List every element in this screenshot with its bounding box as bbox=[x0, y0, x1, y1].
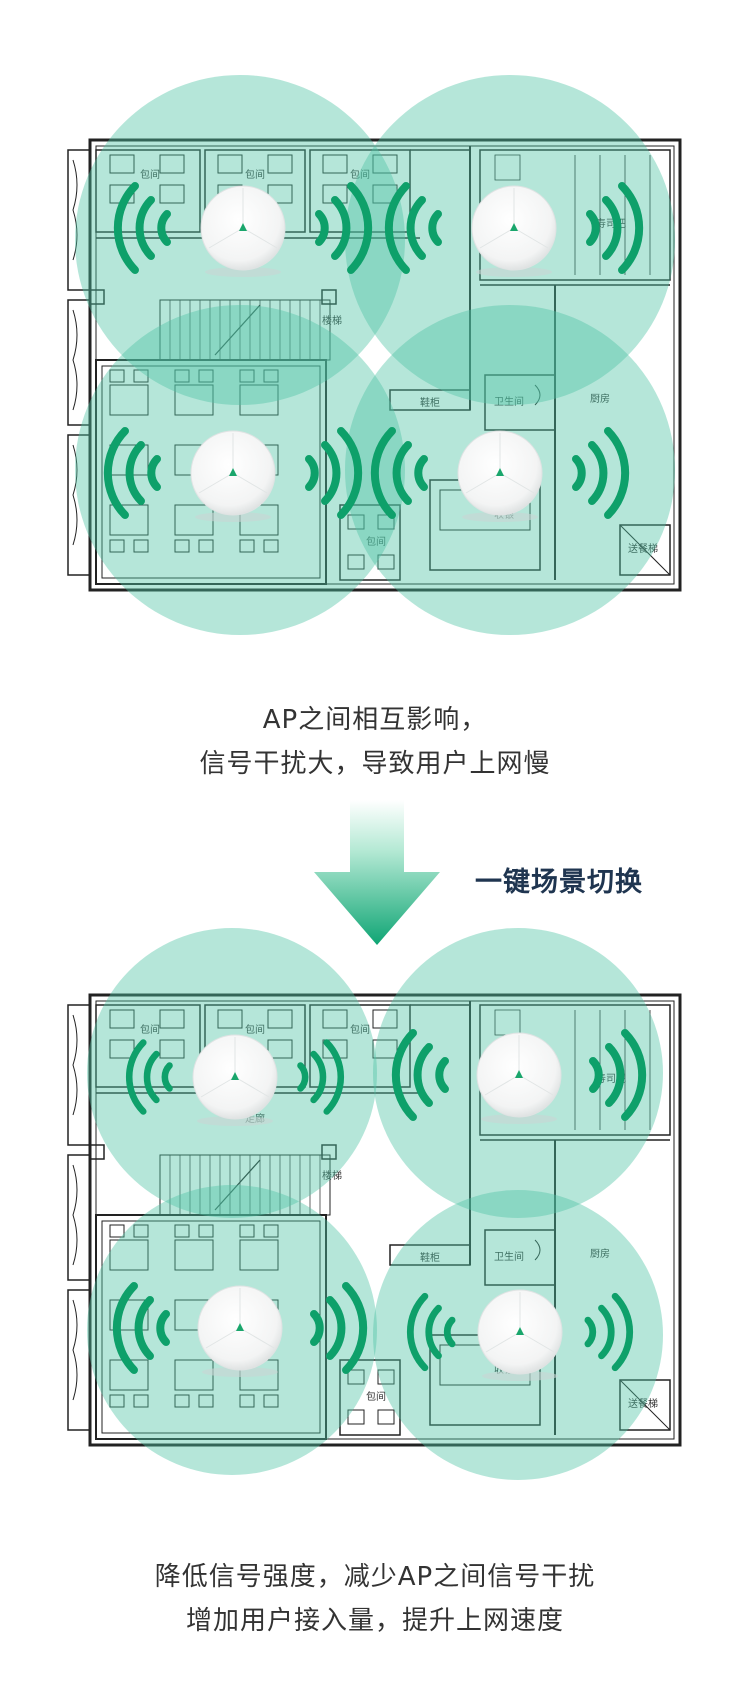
room-label: 楼梯 bbox=[322, 314, 342, 327]
room-label: 楼梯 bbox=[322, 1169, 342, 1182]
room-label: 送餐梯 bbox=[628, 1397, 658, 1410]
room-label: 鞋柜 bbox=[420, 1251, 440, 1264]
after-floorplan-svg: 包间 包间 包间 走廊 寿司吧 楼梯 鞋柜 卫生间 厨房 收银 包间 送餐梯 bbox=[66, 928, 682, 1480]
room-label: 厨房 bbox=[590, 1247, 610, 1260]
down-arrow-icon bbox=[314, 800, 440, 945]
room-label: 厨房 bbox=[590, 392, 610, 405]
room-label: 包间 bbox=[350, 1023, 370, 1036]
room-label: 包间 bbox=[140, 1023, 160, 1036]
room-label: 包间 bbox=[140, 168, 160, 181]
room-label: 包间 bbox=[245, 1023, 265, 1036]
caption-after-line1: 降低信号强度，减少AP之间信号干扰 bbox=[154, 1562, 596, 1592]
room-label: 鞋柜 bbox=[420, 396, 440, 409]
caption-after-line2: 增加用户接入量，提升上网速度 bbox=[185, 1606, 564, 1636]
room-label: 送餐梯 bbox=[628, 542, 658, 555]
before-diagram: 包间 包间 包间 寿司吧 楼梯 鞋柜 卫生间 厨房 收银 包间 送餐梯 bbox=[0, 0, 750, 700]
room-label: 卫生间 bbox=[494, 395, 524, 408]
room-label: 包间 bbox=[366, 535, 386, 548]
caption-before-line1: AP之间相互影响， bbox=[262, 705, 488, 735]
caption-before-line2: 信号干扰大，导致用户上网慢 bbox=[199, 749, 551, 779]
caption-before: AP之间相互影响， 信号干扰大，导致用户上网慢 bbox=[0, 698, 750, 786]
scene-switch-label: 一键场景切换 bbox=[475, 867, 643, 898]
room-label: 卫生间 bbox=[494, 1250, 524, 1263]
room-label: 包间 bbox=[366, 1390, 386, 1403]
after-diagram: 包间 包间 包间 走廊 寿司吧 楼梯 鞋柜 卫生间 厨房 收银 包间 送餐梯 bbox=[0, 855, 750, 1555]
caption-after: 降低信号强度，减少AP之间信号干扰 增加用户接入量，提升上网速度 bbox=[0, 1555, 750, 1643]
coverage-circles bbox=[75, 75, 675, 635]
before-floorplan-svg: 包间 包间 包间 寿司吧 楼梯 鞋柜 卫生间 厨房 收银 包间 送餐梯 bbox=[66, 75, 682, 635]
room-label: 包间 bbox=[350, 168, 370, 181]
room-label: 包间 bbox=[245, 168, 265, 181]
